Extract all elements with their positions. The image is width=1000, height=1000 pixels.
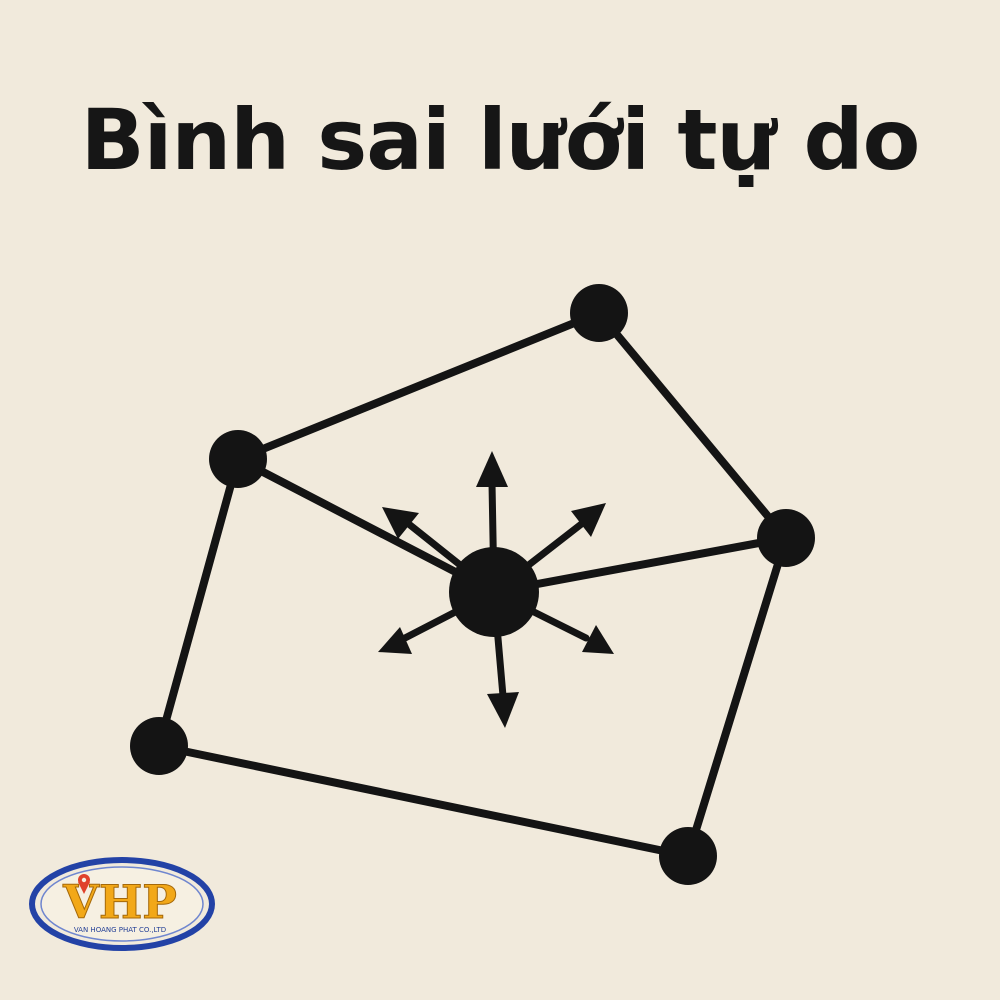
network-nodes <box>130 284 815 885</box>
edge-topright-right <box>595 309 790 542</box>
node-center <box>449 547 539 637</box>
company-logo: VHP VAN HOANG PHAT CO.,LTD <box>29 857 215 951</box>
node-bottom-right <box>659 827 717 885</box>
edge-right-center <box>490 534 790 596</box>
node-top-right <box>570 284 628 342</box>
node-bottom-left <box>130 717 188 775</box>
node-right <box>757 509 815 567</box>
edge-bottomleft-left <box>155 455 242 750</box>
edge-left-topright <box>234 309 603 463</box>
page-title: Bình sai lưới tự do <box>80 91 921 189</box>
node-left <box>209 430 267 488</box>
edge-right-bottomright <box>684 534 790 860</box>
location-pin-icon <box>78 874 90 894</box>
edge-bottomright-bottomleft <box>155 742 692 860</box>
logo-ring <box>29 857 215 951</box>
network-edges <box>155 309 790 860</box>
logo-company-name: VAN HOANG PHAT CO.,LTD <box>74 926 166 934</box>
edge-left-center <box>234 455 498 596</box>
